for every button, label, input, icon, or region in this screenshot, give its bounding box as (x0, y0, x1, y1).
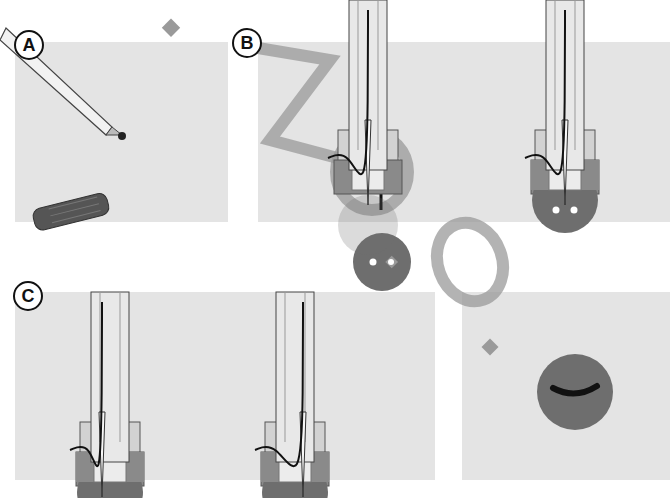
needle-holder (525, 0, 599, 233)
needle-holder (255, 292, 329, 498)
pen-cap (31, 192, 110, 232)
panel-letter: A (23, 36, 36, 54)
panel-letter: B (241, 34, 254, 52)
panel-result (462, 292, 670, 480)
finished-disc (537, 354, 613, 430)
watermark-diamond (482, 339, 499, 356)
pen (0, 28, 126, 140)
panel-b (258, 42, 670, 222)
panel-letter-circle: C (13, 281, 43, 311)
needle-holder (70, 292, 144, 498)
panel-letter-circle: B (232, 28, 262, 58)
needle-holder (328, 0, 402, 205)
panel-letter-circle: A (14, 30, 44, 60)
panel-letter: C (22, 287, 35, 305)
watermark-diamond (162, 19, 180, 37)
